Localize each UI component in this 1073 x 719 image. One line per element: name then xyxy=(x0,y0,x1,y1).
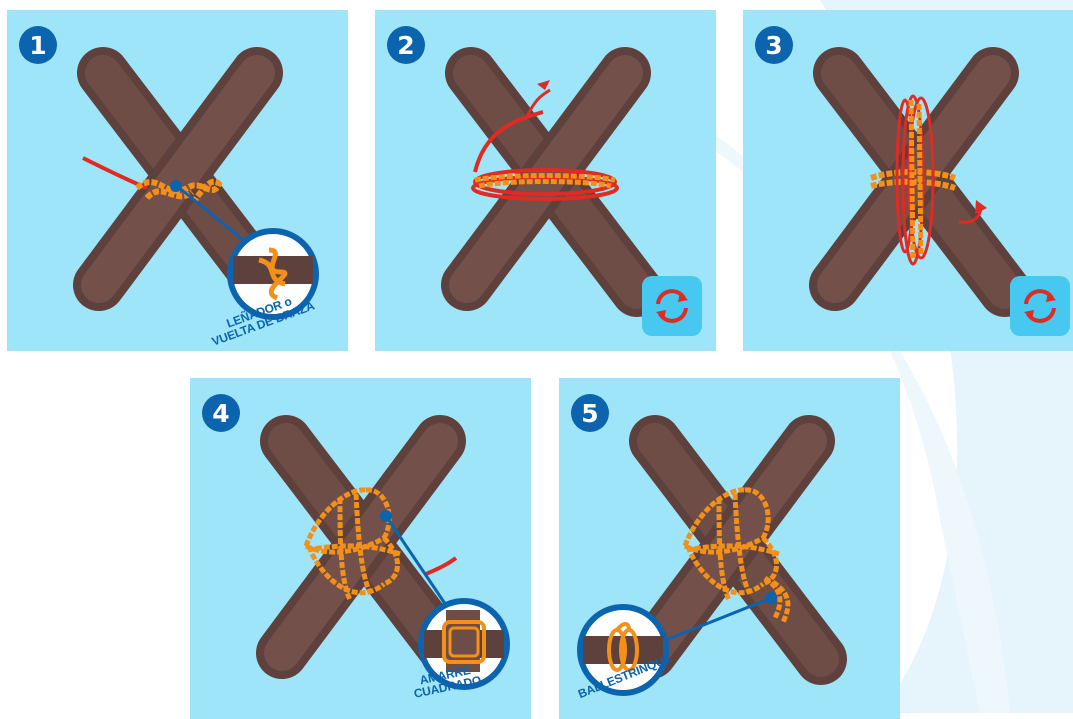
arrow-icon xyxy=(537,80,550,90)
rotate-arrows-icon xyxy=(650,284,694,328)
step-number-badge: 5 xyxy=(571,394,609,432)
step-number-badge: 2 xyxy=(387,26,425,64)
rotate-view-button[interactable] xyxy=(642,276,702,336)
lashing-illustration-4 xyxy=(190,378,531,719)
step-panel-2: 2 xyxy=(375,10,716,351)
lashing-illustration-5 xyxy=(559,378,900,719)
step-number-badge: 4 xyxy=(202,394,240,432)
step-panel-3: 3 xyxy=(743,10,1073,351)
step-number-badge: 3 xyxy=(755,26,793,64)
rotate-view-button[interactable] xyxy=(1010,276,1070,336)
step-panel-5: 5 BALLESTRINQUE xyxy=(559,378,900,719)
step-panel-1: 1 LEÑADOR o VUELTA DE BRAZA xyxy=(7,10,348,351)
rotate-arrows-icon xyxy=(1018,284,1062,328)
step-number-badge: 1 xyxy=(19,26,57,64)
step-panel-4: 4 AMARRE CUADRADO xyxy=(190,378,531,719)
